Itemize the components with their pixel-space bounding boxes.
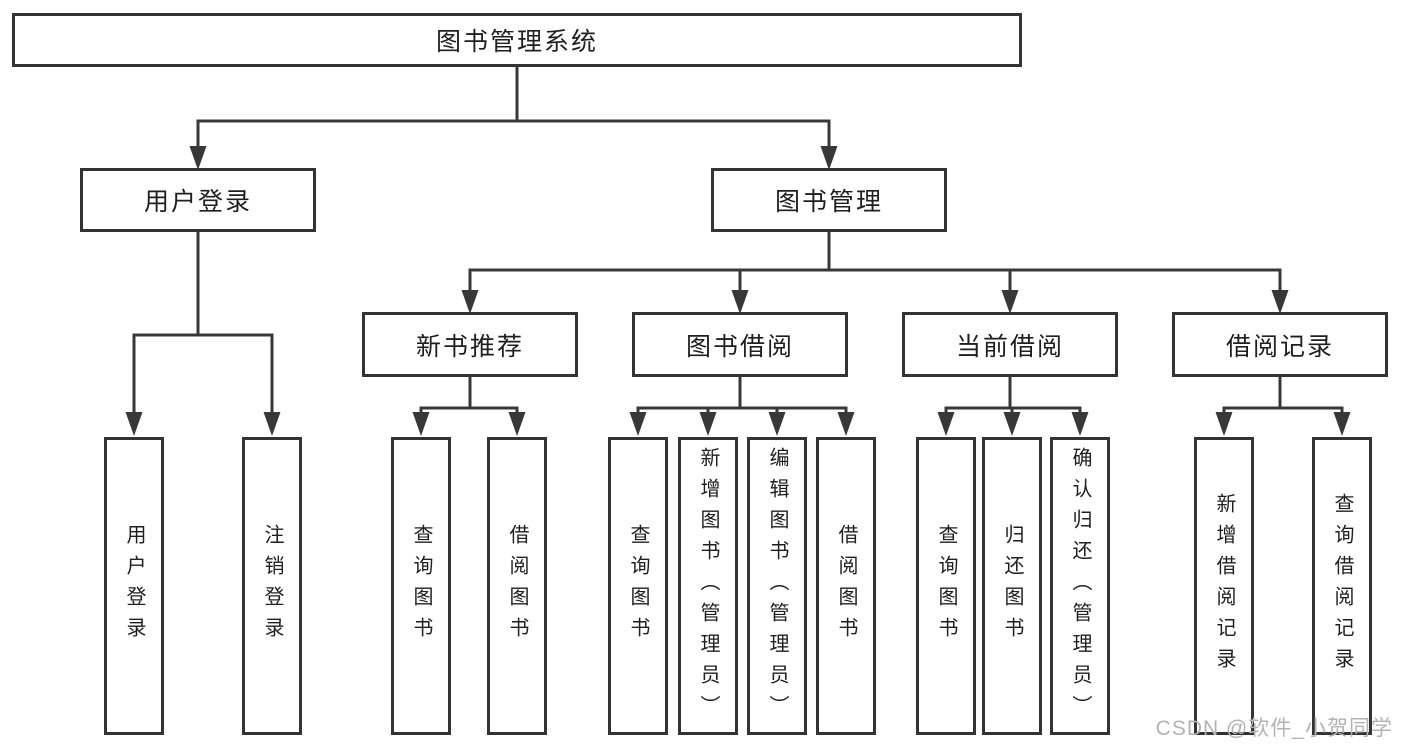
- connector-borrow-records-group: [1222, 377, 1344, 414]
- node-library-management-system: 图书管理系统: [12, 13, 1022, 67]
- leaf-label: 借阅图书: [835, 524, 857, 648]
- node-new-book-recommendation: 新书推荐: [362, 312, 578, 377]
- leaf-confirm-return-admin: 确认归还（管理员）: [1050, 437, 1110, 735]
- leaf-query-books-current: 查询图书: [916, 437, 976, 735]
- csdn-watermark: CSDN @软件_小贺同学: [1155, 717, 1393, 740]
- connector-current-borrow-group: [944, 377, 1082, 414]
- leaf-borrow-books-rec: 借阅图书: [487, 437, 547, 735]
- node-current-borrowing: 当前借阅: [902, 312, 1118, 377]
- arrowhead-leaf: [508, 412, 526, 436]
- arrowhead-leaf: [837, 412, 855, 436]
- leaf-label: 查询图书: [627, 524, 649, 648]
- leaf-add-books-admin: 新增图书（管理员）: [678, 437, 738, 735]
- arrowhead-borrow-records: [1271, 290, 1289, 314]
- arrowhead-leaf: [937, 412, 955, 436]
- arrowhead-leaf: [412, 412, 430, 436]
- leaf-label: 新增图书（管理员）: [697, 446, 719, 726]
- connector-new-book-rec-group: [419, 377, 519, 414]
- leaf-add-borrow-record: 新增借阅记录: [1194, 437, 1254, 735]
- arrowhead-book-borrow: [731, 290, 749, 314]
- leaf-user-login: 用户登录: [104, 437, 164, 735]
- connector-book-borrow-group: [636, 377, 848, 414]
- leaf-label: 归还图书: [1001, 524, 1023, 648]
- connector-root-to-level2: [196, 67, 831, 150]
- arrowhead-login-leaf: [125, 412, 143, 436]
- arrowhead-user-login: [189, 146, 207, 170]
- leaf-query-books-borrow: 查询图书: [608, 437, 668, 735]
- arrowhead-leaf: [1003, 412, 1021, 436]
- arrowhead-leaf: [629, 412, 647, 436]
- leaf-label: 注销登录: [261, 524, 283, 648]
- arrowhead-book-management: [820, 146, 838, 170]
- leaf-label: 查询借阅记录: [1331, 493, 1353, 679]
- arrowhead-leaf: [699, 412, 717, 436]
- arrowhead-leaf: [1071, 412, 1089, 436]
- leaf-return-books: 归还图书: [982, 437, 1042, 735]
- leaf-label: 借阅图书: [506, 524, 528, 648]
- arrowhead-leaf: [1215, 412, 1233, 436]
- leaf-label: 查询图书: [410, 524, 432, 648]
- arrowhead-current-borrow: [1001, 290, 1019, 314]
- leaf-label: 新增借阅记录: [1213, 493, 1235, 679]
- leaf-label: 编辑图书（管理员）: [766, 446, 788, 726]
- arrowhead-leaf: [768, 412, 786, 436]
- leaf-logout: 注销登录: [242, 437, 302, 735]
- leaf-query-borrow-record: 查询借阅记录: [1312, 437, 1372, 735]
- leaf-edit-books-admin: 编辑图书（管理员）: [747, 437, 807, 735]
- node-borrowing-records: 借阅记录: [1172, 312, 1388, 377]
- leaf-label: 查询图书: [935, 524, 957, 648]
- arrowhead-new-book-rec: [461, 290, 479, 314]
- node-user-login: 用户登录: [80, 168, 316, 232]
- arrowhead-logout-leaf: [263, 412, 281, 436]
- connector-book-management-group: [468, 232, 1282, 292]
- leaf-label: 用户登录: [123, 524, 145, 648]
- leaf-query-books-rec: 查询图书: [391, 437, 451, 735]
- node-book-borrowing: 图书借阅: [632, 312, 848, 377]
- leaf-label: 确认归还（管理员）: [1069, 446, 1091, 726]
- node-book-management: 图书管理: [711, 168, 947, 232]
- leaf-borrow-books: 借阅图书: [816, 437, 876, 735]
- arrowhead-leaf: [1333, 412, 1351, 436]
- connector-user-login-group: [132, 232, 274, 414]
